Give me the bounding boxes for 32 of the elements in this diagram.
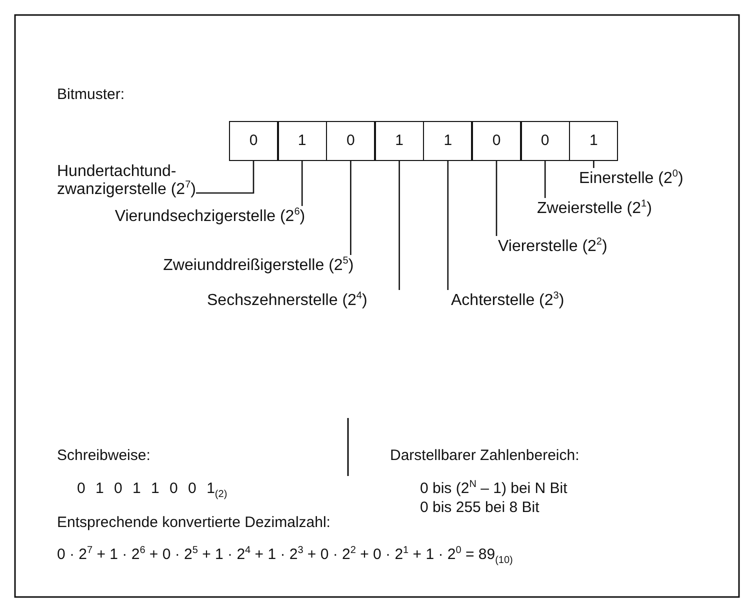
leader-line: [301, 161, 303, 206]
leader-line: [544, 161, 546, 198]
bit-cell: 1: [374, 121, 424, 161]
place-value-label: Sechszehnerstelle (2$^{4}$): [207, 292, 368, 310]
place-value-label: Viererstelle (2$^{2}$): [498, 238, 608, 256]
leader-line: [398, 161, 400, 290]
bit-cell: 1: [423, 121, 472, 161]
section-heading: Schreibweise:: [57, 447, 150, 465]
leader-line: [447, 161, 449, 290]
place-value-label: Vierundsechzigerstelle (2$^{6}$): [114, 208, 306, 226]
binary-notation: 0 1 0 1 1 0 0 1$_{(2)}$: [77, 480, 228, 498]
bit-cell: 0: [229, 121, 278, 161]
leader-line: [593, 161, 594, 168]
bit-cell: 0: [520, 121, 570, 161]
range-formula: 0 bis (2$^{N}$ – 1) bei N Bit: [420, 480, 568, 498]
bit-cell: 1: [569, 121, 618, 161]
place-value-label: Hundertachtund- zwanzigerstelle (2$^{7}$): [57, 163, 197, 199]
bit-cell: 1: [278, 121, 327, 161]
place-value-label: Achterstelle (2$^{3}$): [451, 292, 564, 310]
leader-line: [496, 161, 498, 236]
place-value-label: Zweiunddreißigerstelle (2$^{5}$): [163, 257, 354, 275]
section-heading: Bitmuster:: [57, 86, 125, 104]
range-example: 0 bis 255 bei 8 Bit: [420, 499, 540, 517]
conversion-formula: 0 · 2$^{7}$ + 1 · 2$^{6}$ + 0 · 2$^{5}$ + 1 · 2$^{4}$ + 1 · 2$^{3}$ + 0 · 2$^{2}$ + 0 · 2$^{1}$ + 1 · 2$^{0}$ = 89$_{(10)}$: [57, 546, 513, 564]
bit-cell: 0: [326, 121, 376, 161]
section-heading: Darstellbarer Zahlenbereich:: [390, 447, 580, 465]
section-heading: Entsprechende konvertierte Dezimalzahl:: [57, 514, 330, 532]
leader-line: [196, 161, 254, 194]
place-value-label: Zweierstelle (2$^{1}$): [537, 200, 652, 218]
place-value-label: Einerstelle (2$^{0}$): [579, 170, 684, 188]
bit-cell: 0: [472, 121, 521, 161]
leader-line: [350, 161, 352, 255]
